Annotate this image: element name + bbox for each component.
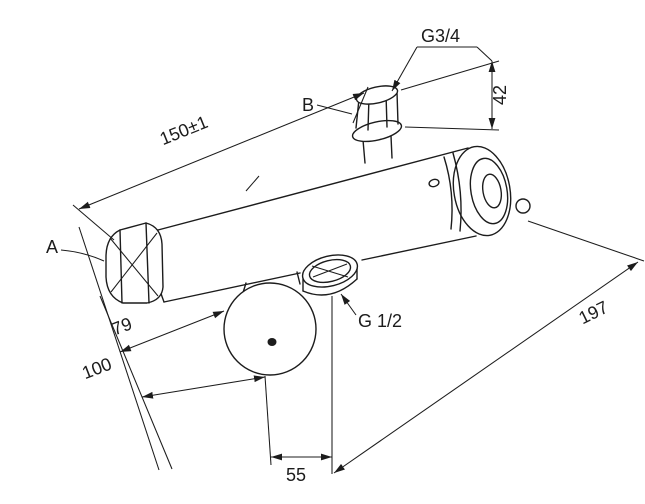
dimension-label-42: 42 [490, 85, 510, 105]
handle-pin [267, 338, 277, 346]
nut-b-flange [351, 119, 403, 143]
body-pin [428, 178, 440, 188]
leader-a [60, 249, 105, 262]
extension-line-150-right [352, 86, 369, 124]
extension-line-left-1 [78, 226, 160, 471]
side-knob [515, 198, 531, 214]
dim-line-100 [141, 375, 266, 399]
cap-seam-1 [443, 156, 453, 230]
stem-line-2 [296, 271, 301, 285]
part-label-a: A [46, 237, 58, 257]
boss-line-2 [390, 135, 393, 159]
body-end-cap [443, 145, 531, 237]
outlet-assembly [223, 254, 359, 376]
dimension-annotations [60, 46, 645, 474]
end-cap-face [452, 145, 512, 237]
thread-label-g34: G3/4 [421, 26, 460, 46]
body-bottom-edge-left [163, 272, 301, 303]
dimension-label-100: 100 [79, 354, 114, 383]
thread-label-g12: G 1/2 [358, 311, 402, 331]
cap-ring-outer [469, 157, 509, 225]
g34-leader [391, 46, 418, 92]
nut-a-facet-2 [145, 222, 150, 304]
dim-line-197 [333, 261, 639, 474]
nut-a-cross-1 [109, 237, 159, 297]
nut-a-facet-1 [119, 229, 123, 304]
dim-line-79 [119, 310, 225, 353]
extension-line-197-right [527, 220, 645, 262]
dim-line-150 [78, 92, 365, 210]
extension-line-55-left [264, 375, 272, 466]
boss-line-1 [362, 139, 366, 164]
inlet-connection-b [351, 85, 403, 164]
nut-b-side-right [396, 91, 399, 125]
extension-line-42-top [400, 60, 500, 91]
body-bottom-edge-right [361, 235, 477, 261]
handle-face [223, 282, 317, 376]
dimension-label-150: 150±1 [157, 112, 211, 149]
dimension-label-55: 55 [286, 465, 306, 485]
center-mark [245, 175, 260, 192]
body-top-edge [157, 147, 469, 231]
cap-seam-2 [452, 152, 462, 232]
extension-line-150-left [72, 204, 115, 241]
cap-ring-inner [481, 173, 503, 209]
mixer-body [105, 85, 531, 376]
part-label-b: B [302, 95, 314, 115]
g34-connector [476, 46, 493, 62]
extension-line-42-bottom [404, 126, 500, 131]
inlet-nut-a [105, 222, 164, 304]
leader-b [316, 104, 353, 115]
extension-line-left-2 [99, 295, 173, 470]
g12-leader [340, 293, 357, 316]
dimension-label-79: 79 [109, 313, 135, 339]
nut-a-cross-2 [110, 232, 158, 293]
